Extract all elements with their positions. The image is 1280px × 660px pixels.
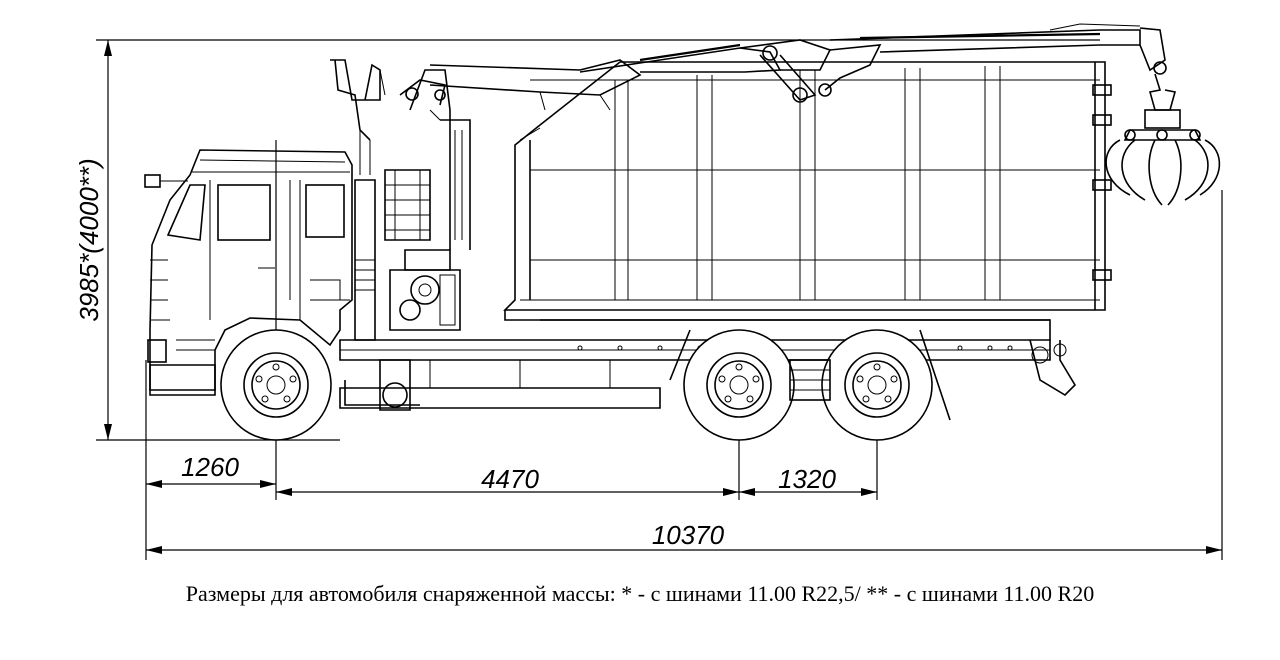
dimension-lines (96, 39, 1223, 560)
bogie-label: 1320 (778, 464, 836, 494)
crane-column (399, 69, 471, 250)
crane-boom (429, 23, 1167, 111)
cargo-body (503, 61, 1112, 321)
rear-suspension (789, 359, 831, 401)
crane-base (344, 169, 461, 411)
wheelbase-label: 4470 (481, 464, 539, 494)
front-wheel (220, 329, 332, 441)
caption: Размеры для автомобиля снаряженной массы… (185, 581, 1095, 606)
rear-wheel-1 (683, 329, 795, 441)
height-dimension-label: 3985*(4000**) (74, 158, 104, 321)
cab (144, 149, 353, 396)
rear-wheel-2 (821, 329, 933, 441)
grapple (1105, 73, 1221, 206)
operator-seat (330, 59, 386, 175)
front-overhang-label: 1260 (181, 452, 239, 482)
overall-length-label: 10370 (652, 520, 725, 550)
